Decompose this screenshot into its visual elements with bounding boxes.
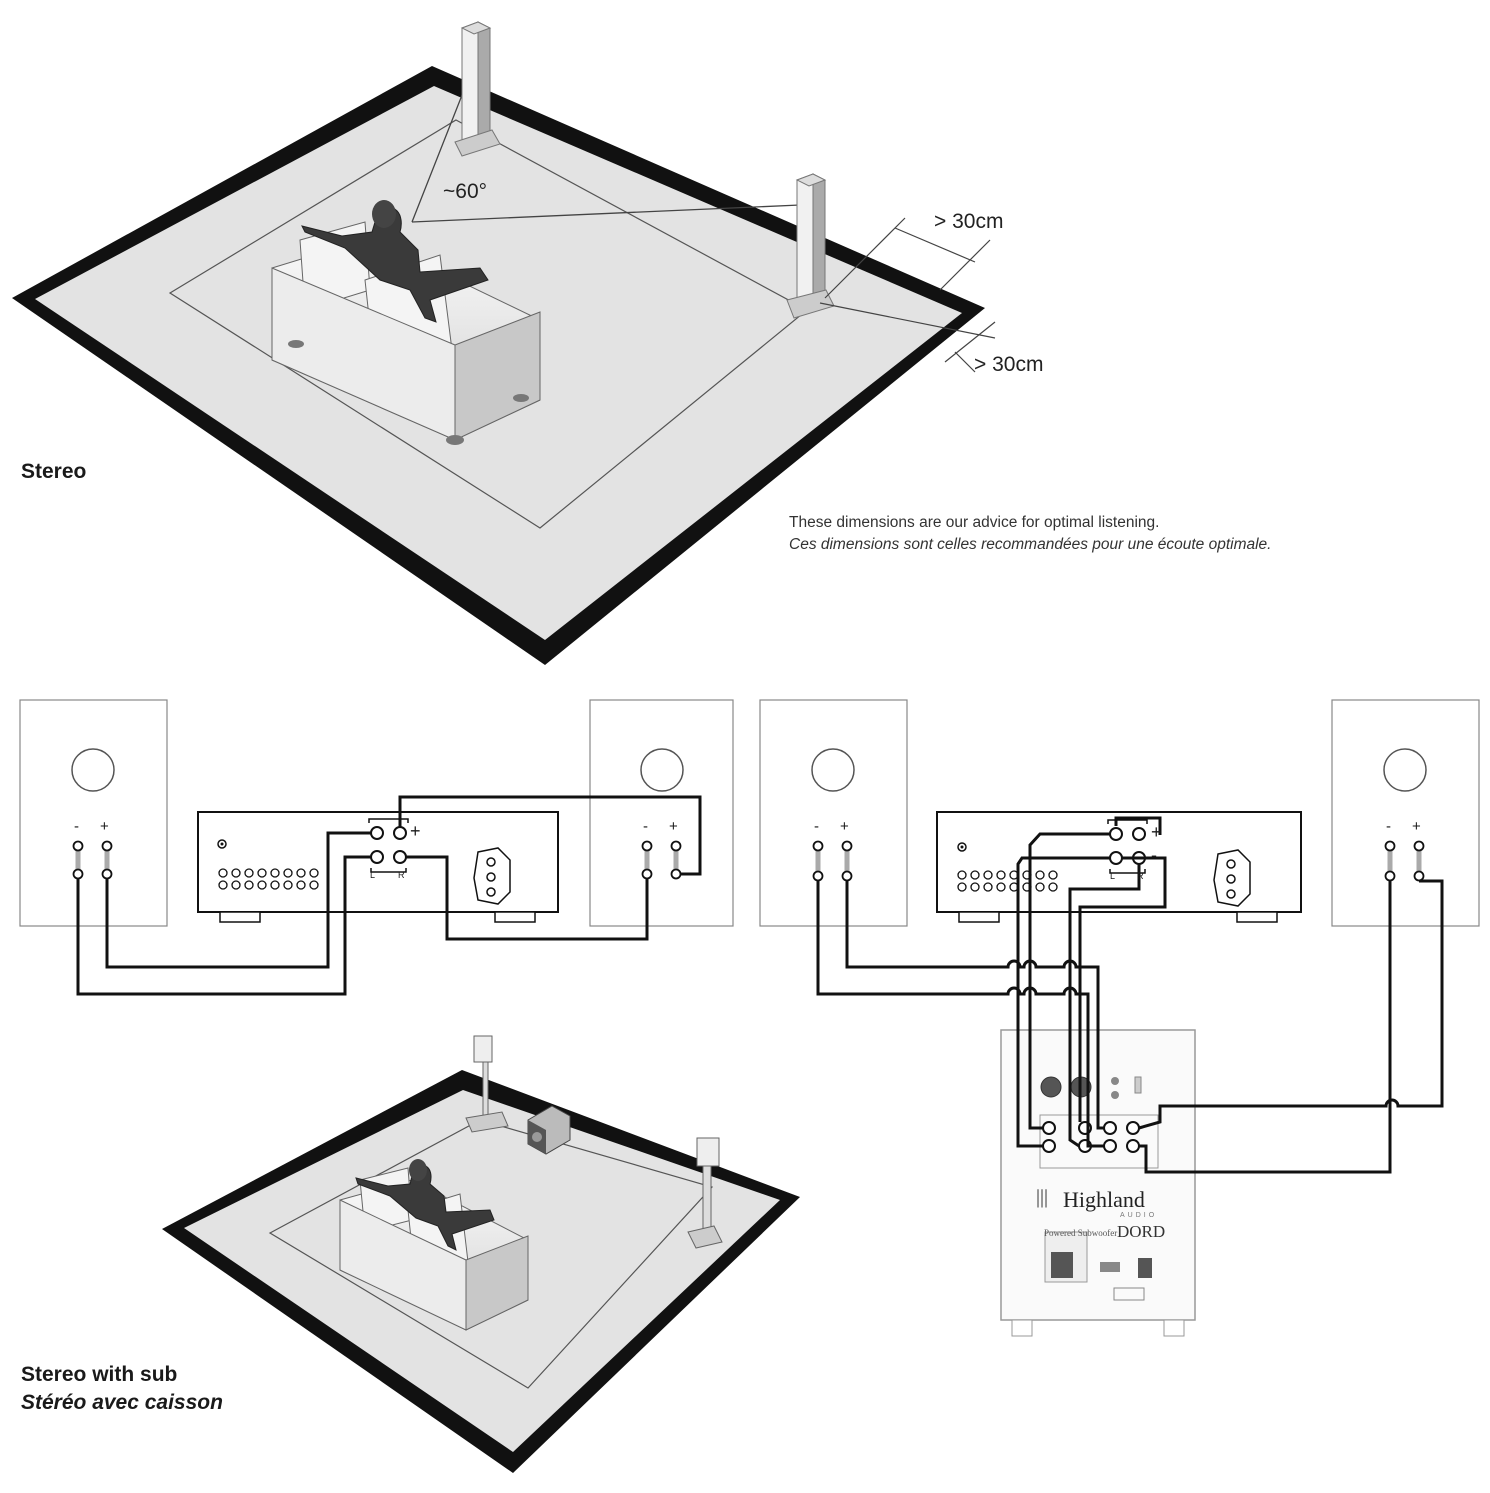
brand-name: Highland [1063,1187,1145,1212]
subwoofer-box [527,1105,571,1155]
listening-area [168,119,809,529]
speaker-terminals-right [641,840,682,880]
stereo-sub-title: Stereo with sub [21,1363,178,1386]
bookshelf-speaker-right [687,1137,723,1249]
right-speaker-panel [589,699,734,927]
angle-label: ~60° [443,180,488,203]
power-socket [473,847,511,905]
angle-line-left [411,84,467,223]
stereo-sub-title-french: Stéréo avec caisson [21,1391,223,1414]
speaker-terminals-right-sub [1384,840,1425,882]
note-english: These dimensions are our advice for opti… [789,514,1160,531]
minus-label: - [643,818,648,835]
angle-line-right [411,204,801,223]
plus-label: + [1412,818,1421,835]
amp-terminals [370,826,407,864]
sofa-with-listener [271,200,541,445]
wiring-diagram-stereo [19,699,734,996]
minus-label: - [74,818,79,835]
plus-label: + [840,818,849,835]
minus-label: - [1386,818,1391,835]
distance-back-label: > 30cm [974,353,1044,376]
distance-side-label: > 30cm [934,210,1004,233]
plus-label: + [100,818,109,835]
right-speaker-panel-sub [1331,699,1480,927]
model-name: DORD [1117,1222,1166,1241]
amp-minus-label: - [1151,845,1157,865]
left-channel-label: L [1110,871,1116,881]
model-prefix: Powered Subwoofer [1044,1228,1118,1238]
amp-plus-label: + [1151,822,1162,842]
amp-plus-label: + [410,821,421,841]
stereo-title: Stereo [21,460,87,483]
wiring-diagram-sub [759,699,1480,1337]
amp-terminals-sub [1109,827,1146,865]
speaker-terminals-left [72,840,113,880]
right-channel-label: R [398,870,405,880]
cables-sub [816,816,1444,1174]
stereo-sub-room [162,1035,800,1473]
speaker-terminals-left-sub [812,840,853,882]
right-tower-speaker [786,173,835,319]
sofa-with-listener-small [339,1159,529,1331]
bookshelf-speaker-left [465,1035,509,1133]
plus-label: + [669,818,678,835]
left-speaker-panel-sub [759,699,908,927]
power-socket-sub [1213,849,1251,907]
note-french: Ces dimensions sont celles recommandées … [789,536,1272,553]
left-speaker-panel [19,699,168,927]
right-channel-label: R [1137,871,1144,881]
distance-markers [819,217,996,373]
cables [76,795,702,996]
left-tower-speaker [454,21,501,157]
brand-sub: AUDIO [1120,1212,1158,1219]
left-channel-label: L [370,870,376,880]
minus-label: - [814,818,819,835]
highland-logo-icon: ||| [1036,1186,1049,1208]
